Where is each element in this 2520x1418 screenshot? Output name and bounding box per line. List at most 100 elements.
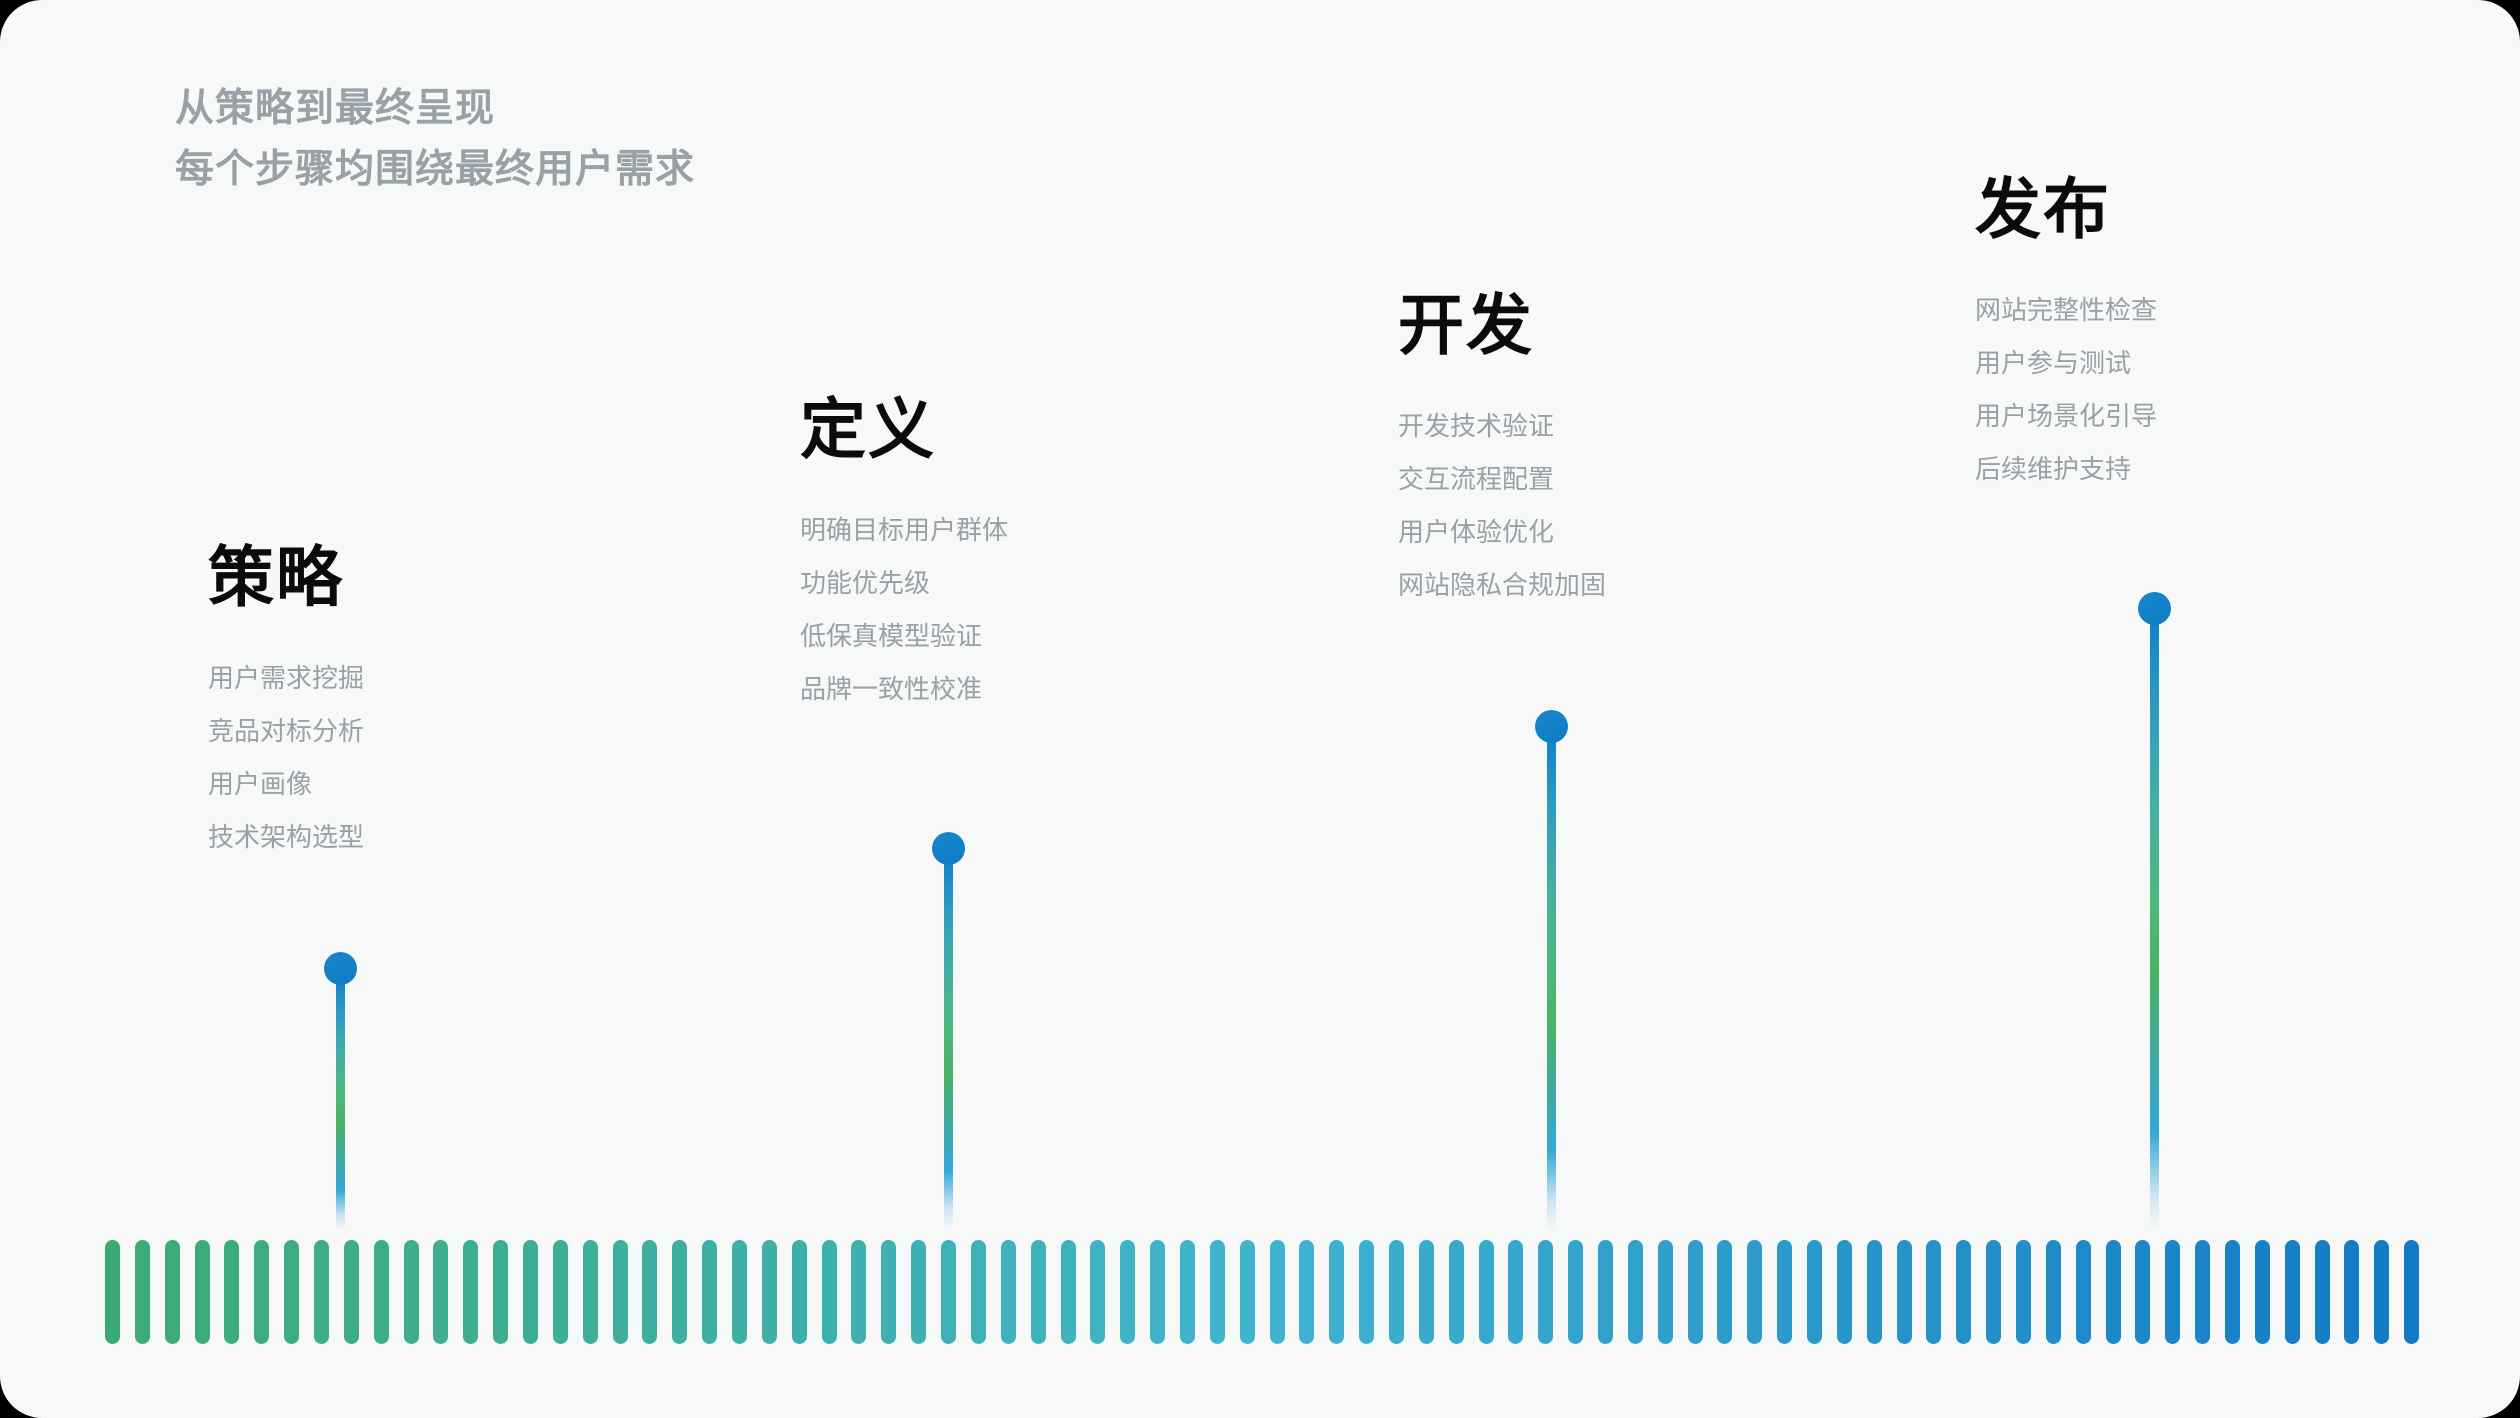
timeline-bar bbox=[164, 1240, 180, 1344]
stage-item-list-3: 开发技术验证交互流程配置用户体验优化网站隐私合规加固 bbox=[1398, 400, 1606, 612]
timeline-bar bbox=[433, 1240, 449, 1344]
timeline-bar bbox=[582, 1240, 598, 1344]
list-item: 品牌一致性校准 bbox=[800, 674, 983, 704]
bar-strip bbox=[105, 1240, 2420, 1344]
list-item: 技术架构选型 bbox=[208, 822, 365, 852]
timeline-bar bbox=[1657, 1240, 1673, 1344]
timeline-bar bbox=[2404, 1240, 2420, 1344]
list-item: 功能优先级 bbox=[800, 568, 931, 598]
list-item: 竞品对标分析 bbox=[208, 716, 365, 746]
timeline-bar bbox=[552, 1240, 568, 1344]
timeline-bar bbox=[1836, 1240, 1852, 1344]
stage-item-list-2: 明确目标用户群体功能优先级低保真模型验证品牌一致性校准 bbox=[800, 504, 1008, 716]
timeline-bar bbox=[284, 1240, 300, 1344]
timeline-bar bbox=[1000, 1240, 1016, 1344]
list-item: 网站隐私合规加固 bbox=[1398, 570, 1607, 600]
timeline-bar bbox=[224, 1240, 240, 1344]
list-item: 明确目标用户群体 bbox=[800, 515, 1009, 545]
timeline-bar bbox=[1478, 1240, 1494, 1344]
timeline-bar bbox=[2284, 1240, 2300, 1344]
timeline-bar bbox=[1299, 1240, 1315, 1344]
timeline-bar bbox=[2105, 1240, 2121, 1344]
timeline-bar bbox=[1120, 1240, 1136, 1344]
stage-column-2: 定义明确目标用户群体功能优先级低保真模型验证品牌一致性校准 bbox=[800, 392, 1008, 716]
timeline-bar bbox=[1687, 1240, 1703, 1344]
stage-column-1: 策略用户需求挖掘竞品对标分析用户画像技术架构选型 bbox=[208, 540, 364, 864]
timeline-bar bbox=[105, 1240, 120, 1344]
timeline-bar bbox=[612, 1240, 628, 1344]
timeline-bar bbox=[1239, 1240, 1255, 1344]
timeline-bar bbox=[1030, 1240, 1046, 1344]
stage-stem-1 bbox=[336, 980, 345, 1230]
timeline-bar bbox=[2165, 1240, 2181, 1344]
list-item: 用户体验优化 bbox=[1398, 517, 1555, 547]
timeline-bar bbox=[2135, 1240, 2151, 1344]
timeline-bar bbox=[1418, 1240, 1434, 1344]
timeline-bar bbox=[373, 1240, 389, 1344]
header: 从策略到最终呈现 每个步骤均围绕最终用户需求 bbox=[175, 78, 695, 200]
timeline-bar bbox=[1060, 1240, 1076, 1344]
timeline-bar bbox=[1090, 1240, 1106, 1344]
timeline-bar bbox=[314, 1240, 330, 1344]
timeline-bar bbox=[403, 1240, 419, 1344]
timeline-bar bbox=[1179, 1240, 1195, 1344]
timeline-bar bbox=[821, 1240, 837, 1344]
timeline-bar bbox=[2075, 1240, 2091, 1344]
timeline-bar bbox=[1986, 1240, 2002, 1344]
timeline-bar bbox=[1359, 1240, 1375, 1344]
list-item: 低保真模型验证 bbox=[800, 621, 983, 651]
list-item: 后续维护支持 bbox=[1975, 454, 2132, 484]
list-item: 用户场景化引导 bbox=[1975, 401, 2158, 431]
timeline-bar bbox=[791, 1240, 807, 1344]
timeline-bar bbox=[1209, 1240, 1225, 1344]
timeline-bar bbox=[642, 1240, 658, 1344]
header-line-2: 每个步骤均围绕最终用户需求 bbox=[175, 148, 696, 191]
timeline-bar bbox=[2225, 1240, 2241, 1344]
timeline-bar bbox=[2314, 1240, 2330, 1344]
stage-title-4: 发布 bbox=[1975, 172, 2111, 246]
timeline-bar bbox=[2016, 1240, 2031, 1344]
timeline-bar bbox=[2374, 1240, 2390, 1344]
timeline-bar bbox=[1508, 1240, 1524, 1344]
stage-marker-dot-1[interactable] bbox=[324, 952, 357, 985]
timeline-bar bbox=[2344, 1240, 2360, 1344]
timeline-bar bbox=[134, 1240, 150, 1344]
timeline-bar bbox=[702, 1240, 718, 1344]
timeline-bar bbox=[1926, 1240, 1942, 1344]
timeline-bar bbox=[761, 1240, 777, 1344]
timeline-bar bbox=[523, 1240, 539, 1344]
timeline-bar bbox=[911, 1240, 927, 1344]
timeline-bar bbox=[1806, 1240, 1822, 1344]
list-item: 用户参与测试 bbox=[1975, 348, 2132, 378]
timeline-bar bbox=[463, 1240, 479, 1344]
stage-marker-dot-4[interactable] bbox=[2138, 592, 2171, 625]
timeline-bar bbox=[672, 1240, 688, 1344]
timeline-bar bbox=[194, 1240, 210, 1344]
timeline-bar bbox=[254, 1240, 270, 1344]
list-item: 交互流程配置 bbox=[1398, 464, 1555, 494]
timeline-bar bbox=[1627, 1240, 1643, 1344]
stage-column-4: 发布网站完整性检查用户参与测试用户场景化引导后续维护支持 bbox=[1975, 172, 2157, 496]
timeline-bar bbox=[1597, 1240, 1613, 1344]
timeline-bar bbox=[851, 1240, 867, 1344]
timeline-bar bbox=[1866, 1240, 1882, 1344]
list-item: 用户需求挖掘 bbox=[208, 663, 365, 693]
stage-title-2: 定义 bbox=[800, 392, 936, 466]
stage-column-3: 开发开发技术验证交互流程配置用户体验优化网站隐私合规加固 bbox=[1398, 288, 1606, 612]
stage-marker-dot-3[interactable] bbox=[1535, 710, 1568, 743]
timeline-bar bbox=[1568, 1240, 1584, 1344]
list-item: 用户画像 bbox=[208, 769, 313, 799]
timeline-bar bbox=[881, 1240, 897, 1344]
stage-marker-dot-2[interactable] bbox=[932, 832, 965, 865]
timeline-bar bbox=[2195, 1240, 2211, 1344]
timeline-bar bbox=[1717, 1240, 1733, 1344]
stage-title-3: 开发 bbox=[1398, 288, 1534, 362]
stage-item-list-4: 网站完整性检查用户参与测试用户场景化引导后续维护支持 bbox=[1975, 284, 2157, 496]
timeline-bar bbox=[1896, 1240, 1912, 1344]
stage-stem-4 bbox=[2150, 620, 2159, 1230]
stage-stem-3 bbox=[1547, 738, 1556, 1230]
timeline-bar bbox=[1269, 1240, 1285, 1344]
timeline-bar bbox=[1329, 1240, 1345, 1344]
timeline-bar bbox=[1388, 1240, 1404, 1344]
